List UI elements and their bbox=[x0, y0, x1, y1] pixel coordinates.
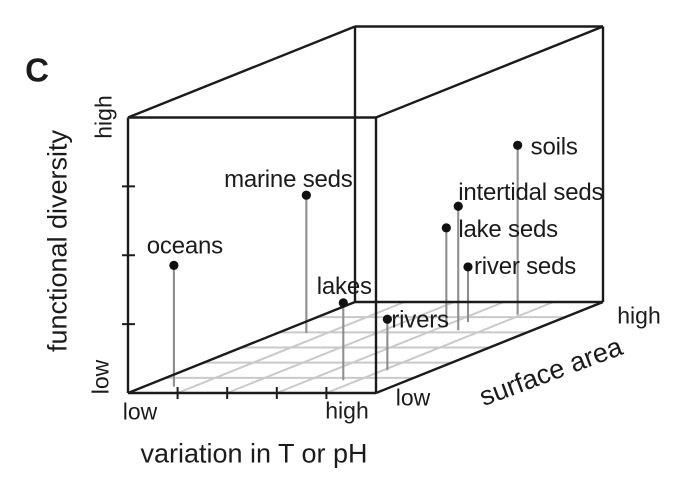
point-label-lake-seds: lake seds bbox=[458, 216, 558, 243]
data-point-oceans bbox=[169, 260, 179, 271]
data-point-lake-seds bbox=[441, 223, 451, 233]
point-label-lakes: lakes bbox=[317, 273, 372, 300]
point-label-intertidal-seds: intertidal seds bbox=[458, 179, 603, 206]
point-label-oceans: oceans bbox=[147, 232, 223, 259]
box-edge-4 bbox=[127, 300, 356, 395]
point-label-soils: soils bbox=[531, 133, 578, 160]
point-label-river-seds: river seds bbox=[474, 253, 576, 280]
data-point-soils bbox=[513, 140, 523, 150]
data-point-rivers bbox=[382, 314, 392, 324]
data-point-river-seds bbox=[463, 262, 473, 272]
box-edge-5 bbox=[375, 300, 604, 395]
data-point-intertidal-seds bbox=[453, 201, 463, 211]
y-axis-title: functional diversity bbox=[42, 129, 73, 353]
point-label-marine-seds: marine seds bbox=[224, 166, 353, 193]
z-axis-tick-low: low bbox=[395, 384, 431, 411]
x-axis-title: variation in T or pH bbox=[140, 438, 368, 469]
data-point-marine-seds bbox=[301, 190, 311, 200]
point-label-rivers: rivers bbox=[391, 306, 449, 333]
y-axis-tick-high: high bbox=[90, 95, 117, 139]
x-axis-tick-low: low bbox=[122, 398, 158, 425]
y-axis-tick-low: low bbox=[87, 359, 114, 395]
panel-label: C bbox=[25, 51, 49, 89]
data-point-lakes bbox=[338, 298, 348, 308]
x-axis-tick-high: high bbox=[325, 397, 369, 424]
z-axis-tick-high: high bbox=[617, 302, 661, 329]
box-edge-7 bbox=[375, 25, 604, 119]
box-edge-6 bbox=[127, 25, 356, 119]
